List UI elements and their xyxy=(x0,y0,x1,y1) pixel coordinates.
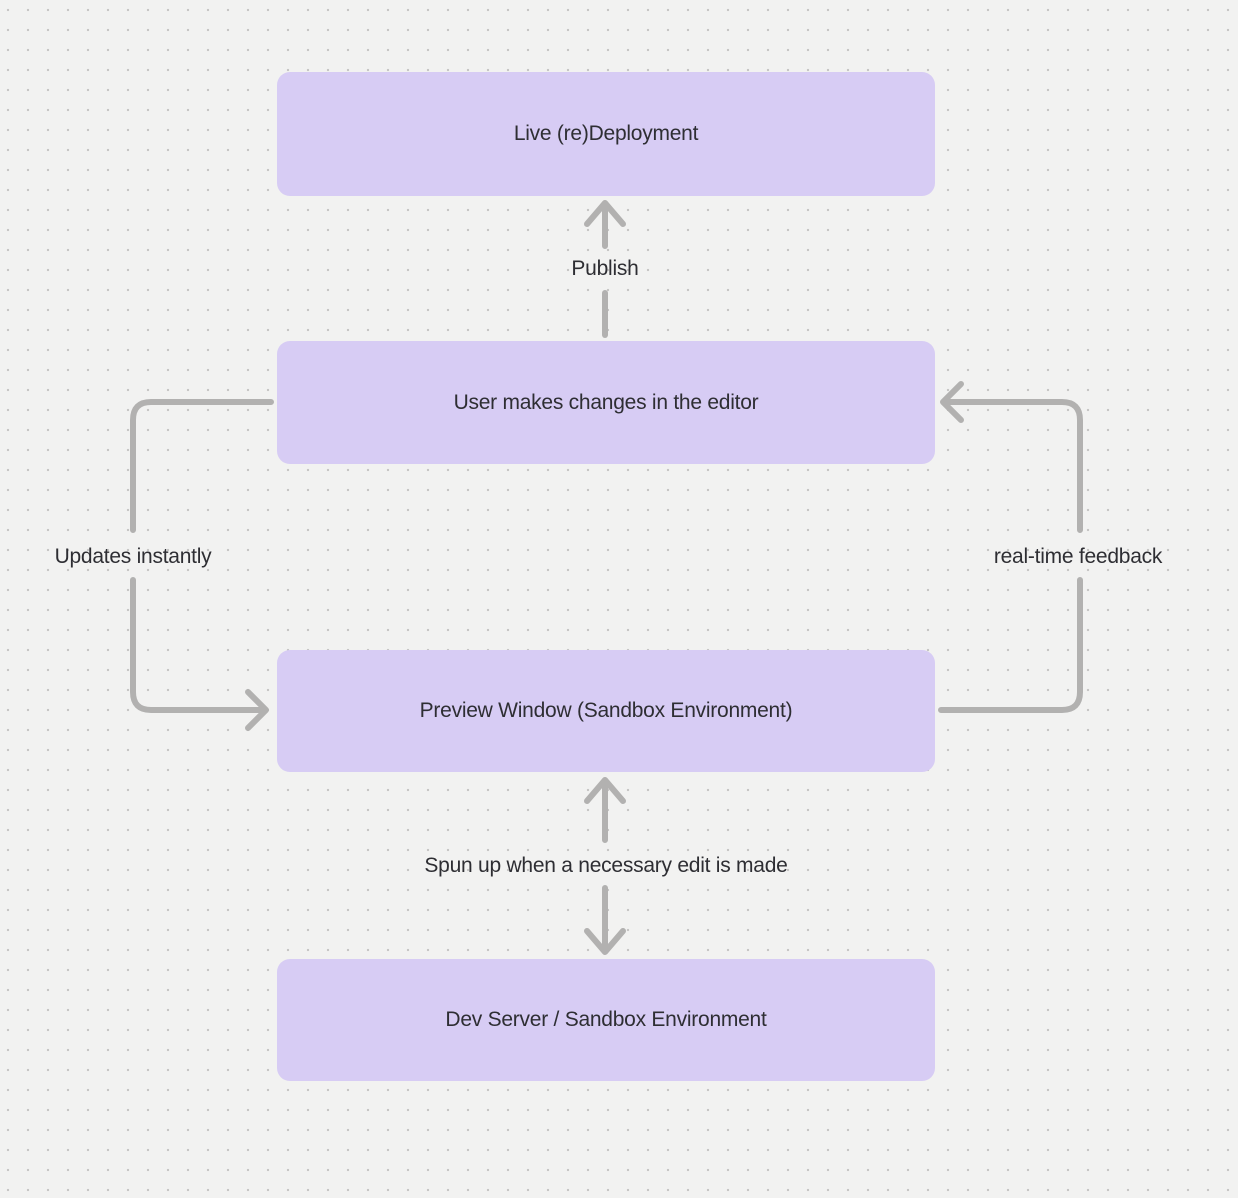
node-label: Preview Window (Sandbox Environment) xyxy=(419,699,793,722)
arrow-spun-up-upper xyxy=(584,777,626,843)
arrow-spun-up-lower xyxy=(584,885,626,955)
node-user-changes: User makes changes in the editor xyxy=(277,341,935,464)
node-preview-window: Preview Window (Sandbox Environment) xyxy=(277,650,935,772)
node-dev-server: Dev Server / Sandbox Environment xyxy=(277,959,935,1081)
arrow-updates-instantly-upper xyxy=(130,399,274,533)
edge-label-spun-up: Spun up when a necessary edit is made xyxy=(424,854,788,877)
arrow-real-time-feedback-upper xyxy=(940,381,1083,533)
arrow-publish-head-segment xyxy=(584,200,626,249)
edge-label-updates-instantly: Updates instantly xyxy=(54,545,212,568)
node-live-redeployment: Live (re)Deployment xyxy=(277,72,935,196)
edge-label-real-time-feedback: real-time feedback xyxy=(993,545,1163,568)
arrow-real-time-feedback-lower xyxy=(938,577,1083,713)
edge-label-publish: Publish xyxy=(571,257,639,280)
arrow-updates-instantly-lower xyxy=(130,577,269,731)
node-label: User makes changes in the editor xyxy=(453,390,759,414)
node-label: Dev Server / Sandbox Environment xyxy=(445,1008,767,1031)
node-label: Live (re)Deployment xyxy=(513,122,699,145)
